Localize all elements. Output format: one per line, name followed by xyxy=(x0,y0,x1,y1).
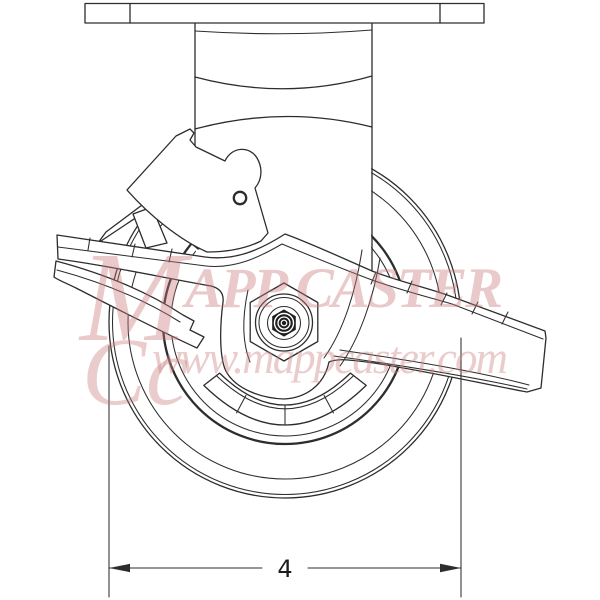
dimension-value: 4 xyxy=(277,555,292,583)
dimension-annotation: 4 xyxy=(108,337,462,598)
lever-tick xyxy=(406,280,413,294)
nut-ring-3 xyxy=(280,319,288,327)
yoke-ridge-left xyxy=(243,289,251,363)
nut-ring-2 xyxy=(277,316,291,330)
mounting-plate xyxy=(84,2,485,24)
lever-tick xyxy=(501,311,509,325)
bracket-hole xyxy=(232,190,248,206)
hub-circle-inner xyxy=(258,296,310,349)
lever-tick xyxy=(168,248,173,263)
swivel-race-upper-curve xyxy=(194,75,373,90)
column-top-seam xyxy=(194,29,373,35)
mounting-plate-face xyxy=(84,2,485,24)
paddle-line-2 xyxy=(333,355,528,390)
lever-tick xyxy=(440,292,448,306)
hub-circle-outer xyxy=(254,293,314,352)
brake-lower-arm xyxy=(53,260,205,349)
yoke-ridge-right-1 xyxy=(323,249,363,359)
hub-washer xyxy=(266,305,302,341)
watermark-block-text: APP CASTER xyxy=(182,257,503,320)
paddle-line-1 xyxy=(339,349,530,386)
dimension-arrow-right xyxy=(440,563,461,573)
lever-inner-line-left xyxy=(57,243,283,268)
dimension-arrow-left xyxy=(109,563,130,573)
shoe-segment-1 xyxy=(236,394,247,414)
nut-ring-1 xyxy=(273,312,295,334)
bracket-plate xyxy=(126,128,269,253)
brake-pedal-bracket xyxy=(97,128,269,253)
yoke-ridge-right-2 xyxy=(339,257,381,367)
shoe-segment-3 xyxy=(323,394,334,414)
watermark-monogram: Cc xyxy=(82,318,189,425)
lever-tick xyxy=(471,301,479,315)
swivel-race-lower-curve xyxy=(194,115,373,130)
swivel-column xyxy=(194,22,373,272)
lever-tick xyxy=(370,271,377,285)
hub-nut xyxy=(249,282,319,362)
lever-tick xyxy=(87,237,91,251)
brake-shoe-band xyxy=(203,372,367,426)
lever-inner-line-right xyxy=(281,243,544,340)
lower-arm-seam xyxy=(56,269,181,323)
axle-nut xyxy=(272,309,296,337)
watermark-url: www.mappcaster.com xyxy=(152,333,508,383)
watermark-script-m: M xyxy=(78,226,193,368)
lower-arm-body xyxy=(53,260,205,349)
watermark: M APP CASTER Cc www.mappcaster.com xyxy=(78,226,508,425)
lever-tick xyxy=(131,243,136,258)
